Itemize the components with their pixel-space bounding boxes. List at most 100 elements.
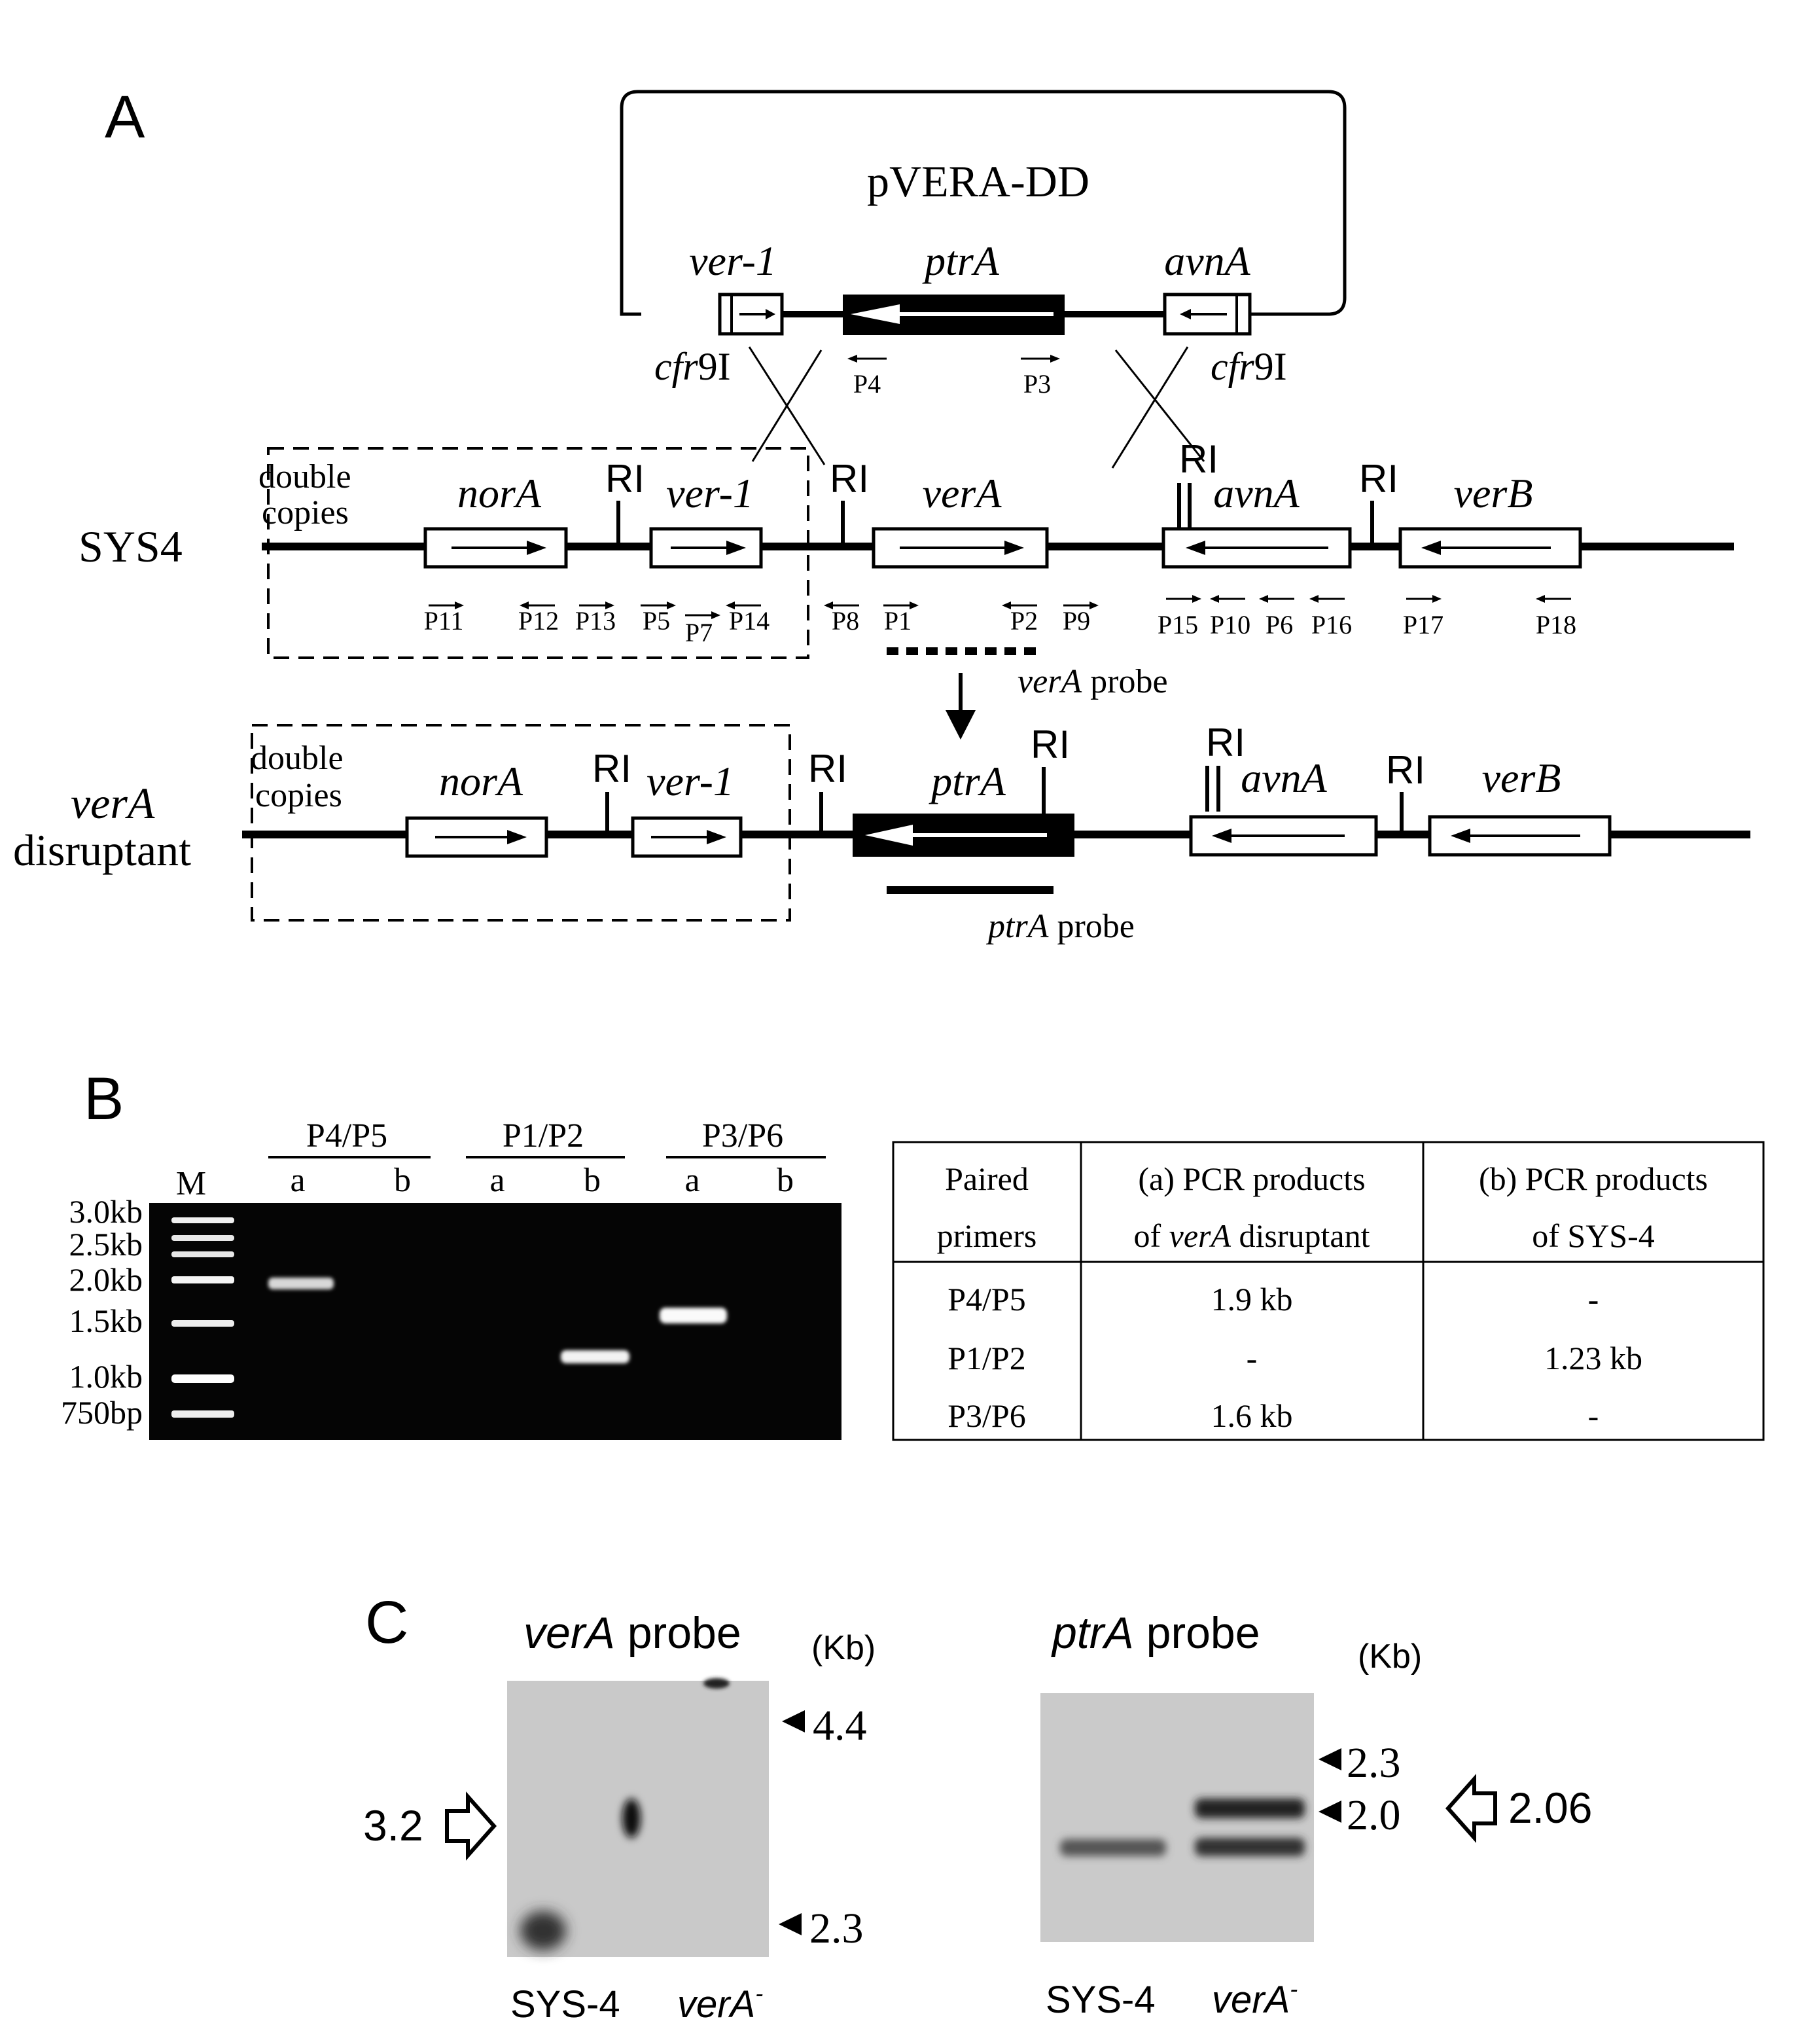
sys4-gene-vera: verA bbox=[923, 470, 1002, 516]
primer-arrowhead-p8 bbox=[824, 601, 833, 609]
gel-band-p1p2-b bbox=[561, 1350, 629, 1363]
primer-arrowhead-p5 bbox=[667, 601, 676, 609]
sys4-ri-label-2: RI bbox=[830, 457, 869, 501]
ptra-lane-vera: verA- bbox=[1212, 1975, 1298, 2021]
ptra-blot-title: ptrA probe bbox=[1051, 1608, 1260, 1658]
gel-lane-4: b bbox=[584, 1162, 601, 1199]
disruptant-ri-label-3: RI bbox=[1031, 723, 1070, 766]
ptra-probe-label: ptrA probe bbox=[985, 908, 1135, 945]
vera-blot-title: verA probe bbox=[523, 1608, 741, 1658]
primer-label-p12: P12 bbox=[518, 606, 559, 636]
vera-lane-sys4: SYS-4 bbox=[510, 1983, 620, 2026]
table-header-col1-line1: Paired bbox=[945, 1160, 1029, 1197]
gel-pair-p3p6: P3/P6 bbox=[702, 1117, 783, 1155]
vera-blot-unit: (Kb) bbox=[811, 1629, 876, 1667]
vera-marker-4-4-arrow bbox=[782, 1710, 805, 1732]
disruptant-gene-nora: norA bbox=[439, 758, 523, 804]
primer-label-p16: P16 bbox=[1311, 610, 1352, 639]
disruptant-gene-ptra: ptrA bbox=[929, 758, 1006, 804]
disruptant-ptra-arrowhead bbox=[865, 825, 913, 846]
crossover-right-b bbox=[1111, 346, 1189, 469]
sys4-ri-label-1: RI bbox=[605, 457, 645, 501]
primer-label-p18: P18 bbox=[1536, 610, 1576, 639]
primer-arrowhead-p2 bbox=[1002, 601, 1011, 609]
crossover-left-b bbox=[751, 350, 823, 462]
disruptant-nora-arrowhead bbox=[507, 830, 527, 844]
table-header-col2-line2: of verA disruptant bbox=[1133, 1217, 1370, 1254]
gel-pair-p4p5: P4/P5 bbox=[306, 1117, 387, 1155]
sys4-avna-arrowhead bbox=[1186, 541, 1205, 555]
gel-ladder-band-3 bbox=[171, 1251, 234, 1257]
vera-marker-2-3-arrow bbox=[779, 1913, 802, 1935]
ptra-marker-2-3-arrow bbox=[1319, 1748, 1341, 1770]
crossover-right-a bbox=[1114, 350, 1205, 462]
primer-arrowhead-p7 bbox=[711, 611, 720, 619]
primer-arrowhead-p10 bbox=[1210, 595, 1219, 603]
ladder-2-5kb: 2.5kb bbox=[69, 1226, 143, 1263]
recombination-arrow-head bbox=[946, 710, 976, 740]
primer-p4-arrowhead bbox=[847, 355, 857, 363]
primer-arrowhead-p15 bbox=[1192, 595, 1201, 603]
primer-label-p15: P15 bbox=[1158, 610, 1198, 639]
ptra-blot-band-lower bbox=[1195, 1838, 1305, 1856]
ptra-size-arrow bbox=[1445, 1774, 1497, 1843]
sys4-gene-avna: avnA bbox=[1213, 470, 1300, 516]
gel-band-p4p5-a bbox=[268, 1278, 334, 1289]
gel-image bbox=[149, 1203, 841, 1440]
ladder-2-0kb: 2.0kb bbox=[69, 1261, 143, 1298]
primer-label-p11: P11 bbox=[424, 606, 464, 636]
gel-marker-bands bbox=[171, 1217, 234, 1418]
disruptant-gene-ver1: ver-1 bbox=[646, 758, 734, 804]
disruptant-locus: double copies verA disruptant norA ver-1… bbox=[13, 721, 1750, 945]
primer-label-p17: P17 bbox=[1403, 610, 1443, 639]
primer-arrowhead-p11 bbox=[455, 601, 464, 609]
plasmid-gene-ptra: ptrA bbox=[922, 238, 1000, 284]
primer-label-p5: P5 bbox=[643, 606, 670, 636]
primer-arrowhead-p16 bbox=[1309, 595, 1319, 603]
sys4-nora-arrowhead bbox=[527, 541, 546, 555]
plasmid-name: pVERA-DD bbox=[867, 156, 1089, 206]
primer-label-p14: P14 bbox=[729, 606, 770, 636]
primer-arrowhead-p9 bbox=[1089, 601, 1099, 609]
gel-ladder-band-4 bbox=[171, 1276, 234, 1283]
sys4-ri-label-4: RI bbox=[1359, 457, 1398, 501]
primer-label-p2: P2 bbox=[1010, 606, 1038, 636]
disruptant-verb-arrowhead bbox=[1451, 829, 1470, 843]
primer-p3-arrowhead bbox=[1050, 355, 1060, 363]
gel-lane-1: a bbox=[290, 1162, 305, 1199]
ptra-lane-sys4: SYS-4 bbox=[1046, 1979, 1156, 2021]
plasmid-ptra-arrowhead bbox=[851, 304, 900, 324]
panel-a: A pVERA-DD ver-1 ptrA avnA cfr9I bbox=[13, 84, 1750, 945]
table-cell: P4/P5 bbox=[947, 1281, 1026, 1318]
sys4-gene-verb: verB bbox=[1454, 470, 1533, 516]
disruptant-ri-label-5: RI bbox=[1386, 748, 1425, 792]
ladder-750bp: 750bp bbox=[61, 1394, 143, 1431]
sys4-locus: double copies SYS4 norA ver-1 verA avnA bbox=[79, 437, 1734, 740]
sys4-gene-ver1: ver-1 bbox=[666, 470, 754, 516]
vera-blot-spot bbox=[520, 1911, 566, 1950]
primer-arrowhead-p17 bbox=[1432, 595, 1442, 603]
primer-label-p10: P10 bbox=[1210, 610, 1250, 639]
disruptant-avna-arrowhead bbox=[1212, 829, 1231, 843]
panel-b: B P4/P5 P1/P2 P3/P6 M a b a b a b 3.0kb … bbox=[61, 1066, 1765, 1441]
ladder-3-0kb: 3.0kb bbox=[69, 1193, 143, 1230]
gel-ladder-band-5 bbox=[171, 1320, 234, 1327]
table-cell: 1.6 kb bbox=[1211, 1397, 1293, 1434]
sys4-verb-arrowhead bbox=[1421, 541, 1441, 555]
primer-label-p6: P6 bbox=[1266, 610, 1293, 639]
ladder-1-0kb: 1.0kb bbox=[69, 1358, 143, 1395]
pcr-products-table: Paired primers (a) PCR products of verA … bbox=[892, 1141, 1765, 1441]
sys4-strain-label: SYS4 bbox=[79, 522, 183, 571]
sys4-vera-arrowhead bbox=[1004, 541, 1024, 555]
vera-marker-2-3: 2.3 bbox=[809, 1905, 864, 1952]
panel-c: C verA probe (Kb) 4.4 2.3 3.2 SYS-4 verA… bbox=[363, 1589, 1592, 2026]
plasmid-site-cfr9i-right: cfr9I bbox=[1211, 345, 1287, 388]
disruptant-gene-avna: avnA bbox=[1241, 755, 1327, 801]
sys4-double-copies-region bbox=[267, 447, 809, 659]
ladder-1-5kb: 1.5kb bbox=[69, 1302, 143, 1339]
plasmid-ver1-arrowhead bbox=[766, 309, 775, 319]
vera-probe-label: verA probe bbox=[1018, 663, 1168, 700]
primer-arrowhead-p6 bbox=[1259, 595, 1268, 603]
gel-lane-6: b bbox=[777, 1162, 794, 1199]
